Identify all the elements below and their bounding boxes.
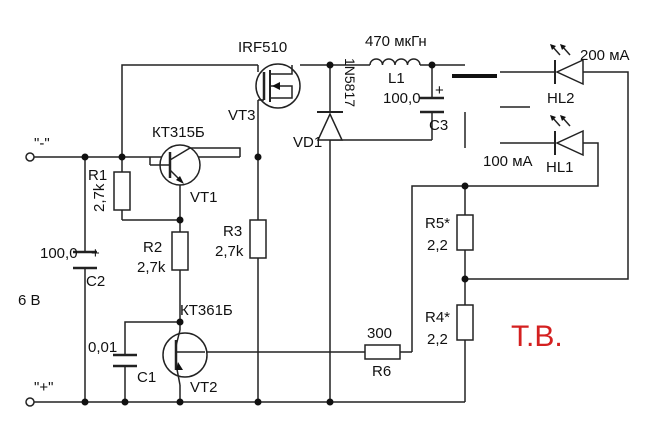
transistor-vt2: КТ361Б VT2 [162,302,233,396]
svg-text:C1: C1 [137,369,156,386]
resistor-r6: 300 R6 [364,325,401,380]
inductor-l1: 470 мкГн L1 [365,33,427,87]
author-signature: Т.В. [511,320,563,353]
led-hl2: 200 мА HL2 [547,44,630,107]
output-bars [452,74,530,148]
svg-text:100 мА: 100 мА [483,153,533,170]
svg-text:КТ315Б: КТ315Б [152,124,205,141]
capacitor-c3: 100,0 + C3 [383,82,448,134]
svg-text:200 мА: 200 мА [580,47,630,64]
supply-voltage-label: 6 В [18,292,41,309]
junction-dots [81,61,469,406]
svg-text:L1: L1 [388,70,405,87]
svg-text:VT1: VT1 [190,189,218,206]
svg-text:R1: R1 [88,167,107,184]
svg-text:1N5817: 1N5817 [342,58,358,107]
svg-text:HL2: HL2 [547,90,575,107]
resistor-r1: R1 2,7k [88,167,131,212]
capacitor-c2: 100,0 + C2 [40,245,105,290]
svg-text:КТ361Б: КТ361Б [180,302,233,319]
svg-text:100,0: 100,0 [383,90,421,107]
svg-text:HL1: HL1 [546,159,574,176]
resistor-r4: R4* 2,2 [425,304,474,348]
svg-text:2,7k: 2,7k [137,259,166,276]
terminal-minus [25,152,35,162]
terminal-plus [25,397,35,407]
resistor-r5: R5* 2,2 [425,214,474,254]
capacitor-c1: 0,01 C1 [88,339,156,386]
svg-text:2,2: 2,2 [427,331,448,348]
svg-text:R2: R2 [143,239,162,256]
svg-text:R3: R3 [223,223,242,240]
svg-text:470 мкГн: 470 мкГн [365,33,427,50]
led-hl1: 100 мА HL1 [483,115,584,176]
terminal-plus-label: "+" [34,379,53,396]
svg-text:R4*: R4* [425,309,450,326]
svg-text:VD1: VD1 [293,134,322,151]
resistor-r2: R2 2,7k [137,231,189,276]
wires [30,64,629,403]
svg-text:R5*: R5* [425,215,450,232]
svg-text:+: + [435,82,444,99]
svg-text:VT2: VT2 [190,379,218,396]
svg-text:100,0: 100,0 [40,245,78,262]
terminal-minus-label: "-" [34,135,50,152]
svg-text:0,01: 0,01 [88,339,117,356]
svg-text:300: 300 [367,325,392,342]
svg-text:2,2: 2,2 [427,237,448,254]
transistor-vt3: IRF510 VT3 [228,39,301,124]
resistor-r3: R3 2,7k [215,219,267,260]
svg-text:+: + [91,245,100,262]
transistor-vt1: КТ315Б VT1 [149,124,241,206]
svg-text:C3: C3 [429,117,448,134]
svg-text:2,7k: 2,7k [215,243,244,260]
svg-text:R6: R6 [372,363,391,380]
svg-text:IRF510: IRF510 [238,39,287,56]
svg-text:2,7k: 2,7k [91,183,108,212]
diode-vd1: VD1 1N5817 [293,58,358,151]
svg-text:VT3: VT3 [228,107,256,124]
svg-text:C2: C2 [86,273,105,290]
terminals: "-" "+" 6 В [18,135,53,407]
